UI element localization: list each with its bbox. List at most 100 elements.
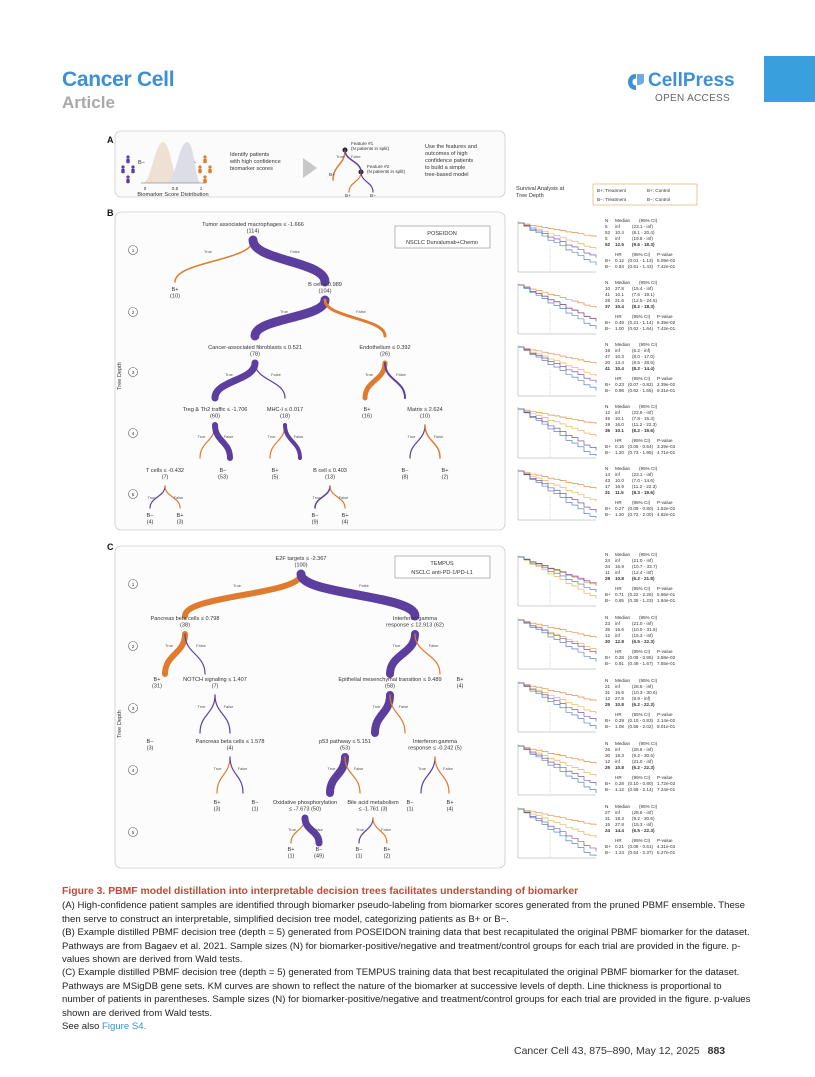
b-leaf-10-count: (4) xyxy=(342,520,349,526)
b-leaf-6-count: (2) xyxy=(442,475,449,481)
b-km-4-km-bg xyxy=(510,404,600,464)
c-km-1-n-1: 34 xyxy=(605,564,611,569)
c-km-1-n-0: 24 xyxy=(605,558,611,563)
c-split-notch-false-label: False xyxy=(224,704,235,709)
c-km-2-ci-0: (21.0 - inf) xyxy=(632,621,653,626)
c-km-3-km-curve-1 xyxy=(518,682,597,715)
c-km-3-n-3: 25 xyxy=(605,702,611,707)
b-depth-3-circle xyxy=(128,367,138,377)
c-km-4-hci-0: (0.10 - 0.80) xyxy=(628,781,653,786)
c-depth-5-circle xyxy=(128,827,138,837)
c-km-3-row-0: B+ xyxy=(605,718,611,723)
c-km-4-hdr-median: Median xyxy=(615,741,631,746)
b-km-2-hdr-p: P-value xyxy=(657,314,673,319)
tempus-subtitle: NSCLC anti-PD-1/PD-L1 xyxy=(411,570,473,576)
c-km-1-hdr-n: N xyxy=(605,552,608,557)
c-km-2-med-0: inf xyxy=(615,621,621,626)
b-km-4-ci-1: (7.8 - 15.3) xyxy=(632,416,655,421)
b-depth-2-circle xyxy=(128,307,138,317)
b-km-3-p-1: 9.31e-01 xyxy=(657,388,676,393)
b-km-4-hdr-ci: (95% CI) xyxy=(639,404,658,409)
c-split-p53-true-branch xyxy=(326,753,349,797)
c-leaf-3-count: (3) xyxy=(147,746,154,752)
see-also-prefix: See also xyxy=(62,1021,103,1033)
b-km-2-km-curve-2 xyxy=(518,284,597,322)
c-km-3-n-1: 31 xyxy=(605,690,611,695)
b-km-4-row-0: B+ xyxy=(605,444,611,449)
b-km-1-row-1: B− xyxy=(605,264,611,269)
b-node-bcell-count: (104) xyxy=(318,289,331,295)
b-km-4-km-curve-2 xyxy=(518,408,597,451)
b-km-2-hdr-ci: (95% CI) xyxy=(639,280,658,285)
b-km-1-n-1: 52 xyxy=(605,230,611,235)
c-km-4-n-0: 26 xyxy=(605,747,611,752)
c-km-1-hr-0: 0.71 xyxy=(615,592,624,597)
b-km-5-hdr-ci: (95% CI) xyxy=(639,466,658,471)
b-km-5-ci-3: (8.3 - 19.6) xyxy=(632,490,655,495)
b-km-5-km-curve-2 xyxy=(518,470,597,513)
b-km-1-km-bg xyxy=(510,218,600,278)
b-node-caf-count: (78) xyxy=(250,352,260,358)
c-km-5-hci-1: (0.64 - 2.37) xyxy=(628,850,653,855)
c-node-ifn-label: Interferon gamma xyxy=(393,616,438,622)
c-km-3-p-1: 8.01e-01 xyxy=(657,724,676,729)
c-depth-1-num: 1 xyxy=(132,582,135,587)
c-km-5-n-3: 24 xyxy=(605,828,611,833)
c-km-5-p-0: 4.31e-03 xyxy=(657,844,676,849)
citation: Cancer Cell 43, 875–890, May 12, 2025 xyxy=(514,1045,700,1057)
c-km-5-row-1: B− xyxy=(605,850,611,855)
c-split-bile-true-branch xyxy=(358,817,374,844)
b-km-1-hdr-median: Median xyxy=(615,218,631,223)
b-split-mhc-false-label: False xyxy=(294,434,305,439)
b-km-3-km-bg xyxy=(510,342,600,402)
b-depth-3-num: 3 xyxy=(132,370,135,375)
b-km-4-p-1: 4.71e-01 xyxy=(657,450,676,455)
c-km-4-ci-3: (6.2 - 22.3) xyxy=(632,765,655,770)
b-leaf-2-count: (16) xyxy=(362,414,372,420)
b-km-4-med-2: 16.0 xyxy=(615,422,624,427)
b-km-2-km-bg xyxy=(510,280,600,340)
legend-box xyxy=(592,183,698,206)
c-km-4-km-curve-0 xyxy=(518,745,597,765)
journal-title: Cancer Cell xyxy=(62,68,175,91)
a-branch-2 xyxy=(344,149,362,173)
b-split-caf-true-branch xyxy=(211,359,259,402)
c-km-2-row-1: B− xyxy=(605,661,611,666)
c-node-e2f-count: (100) xyxy=(294,563,307,569)
b-node-bcell2-label: B cell ≤ 0.403 xyxy=(313,468,347,474)
b-leaf-3-count: (53) xyxy=(218,475,228,481)
b-km-2-n-1: 41 xyxy=(605,292,611,297)
panel-c-depth-label: Tree Depth xyxy=(117,710,123,738)
b-km-3-hci-0: (0.07 - 0.82) xyxy=(628,382,653,387)
c-km-4-med-2: inf xyxy=(615,759,621,764)
c-km-3-hdr-hci: (95% CI) xyxy=(632,712,651,717)
c-km-4-hdr-hr: HR xyxy=(615,775,622,780)
b-km-3-med-3: 10.4 xyxy=(615,366,624,371)
c-km-1-hci-0: (0.22 - 2.26) xyxy=(628,592,653,597)
c-leaf-7-count: (4) xyxy=(447,807,454,813)
b-km-3-hr-1: 0.98 xyxy=(615,388,624,393)
legend-bminus-control: B−: Control xyxy=(647,197,670,202)
b-km-1-p-1: 7.42e-01 xyxy=(657,264,676,269)
figure-s4-link[interactable]: Figure S4. xyxy=(102,1021,147,1033)
b-km-2-row-0: B+ xyxy=(605,320,611,325)
b-km-4-hci-0: (0.05 - 0.54) xyxy=(628,444,653,449)
c-km-2-n-0: 23 xyxy=(605,621,611,626)
c-split-pancreas-false-branch xyxy=(184,633,206,675)
c-km-4-km-curve-1 xyxy=(518,745,597,777)
b-node-endo-count: (26) xyxy=(380,352,390,358)
b-split-endo-true-label: True xyxy=(365,372,374,377)
c-km-4-n-3: 25 xyxy=(605,765,611,770)
b-km-3-km-curve-1 xyxy=(518,346,597,377)
c-km-2-hdr-median: Median xyxy=(615,615,631,620)
c-leaf-8-class: B+ xyxy=(288,847,295,853)
b-km-5-hdr-p: P-value xyxy=(657,500,673,505)
b-km-5-hdr-hci: (95% CI) xyxy=(632,500,651,505)
c-km-5-hr-0: 0.21 xyxy=(615,844,624,849)
c-km-4-row-0: B+ xyxy=(605,781,611,786)
dist-tick-05: 0.5 xyxy=(172,186,179,191)
person-icon xyxy=(208,168,212,174)
b-km-4-hci-1: (0.73 - 1.95) xyxy=(628,450,653,455)
c-node-oxphos-label: Oxidative phosphorylation xyxy=(273,800,337,806)
